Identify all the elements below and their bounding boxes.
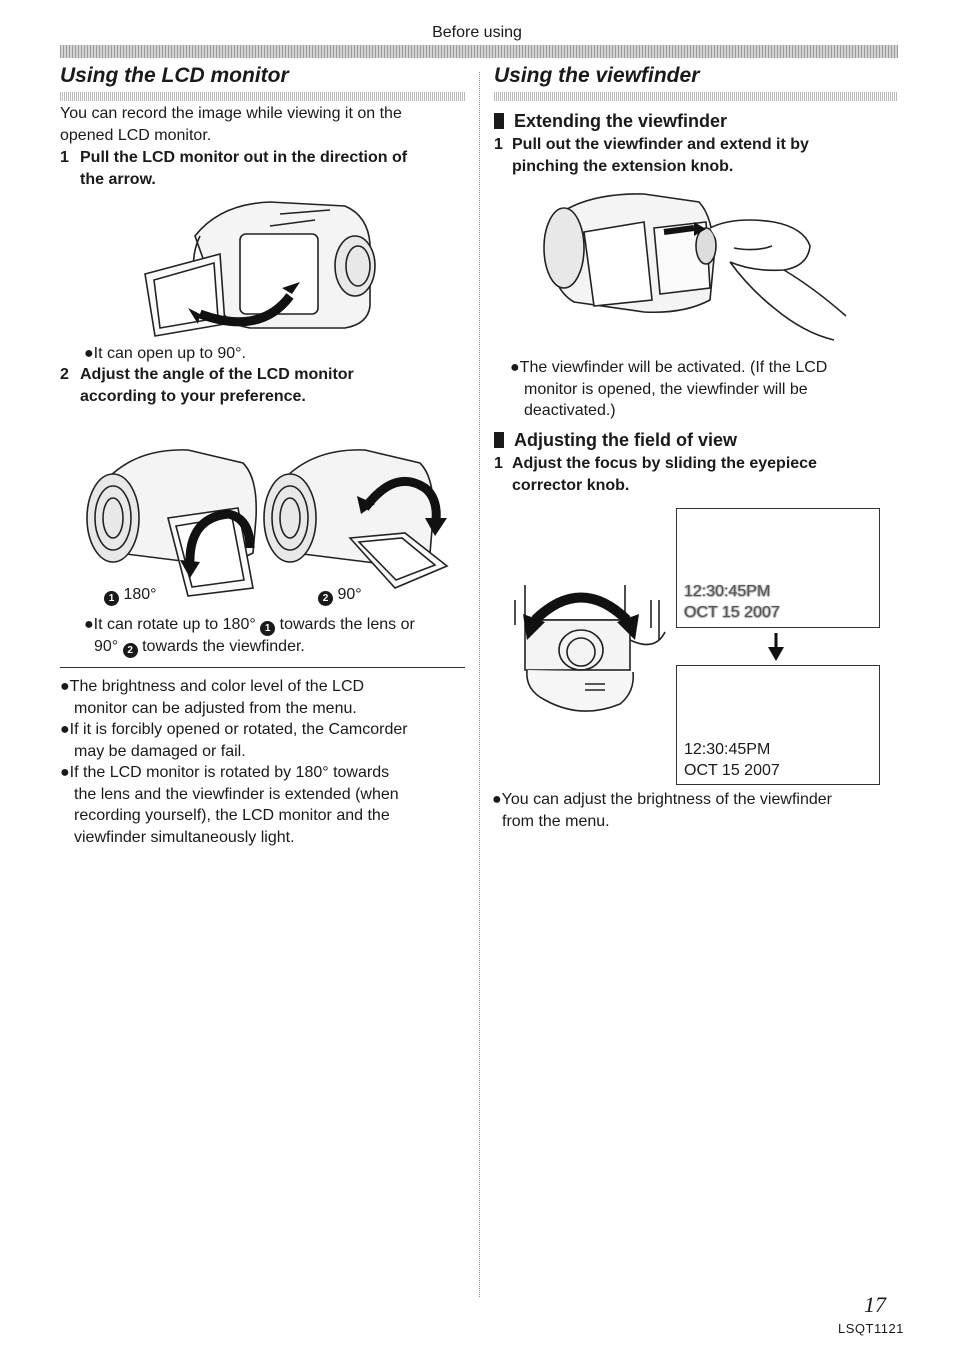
lcd-notes-list: ●The brightness and color level of the L… — [60, 676, 470, 848]
note-text: towards the lens or — [279, 616, 415, 633]
vf-note-brightness: ●You can adjust the brightness of the vi… — [492, 789, 892, 832]
lcd-step-1: 1 Pull the LCD monitor out in the direct… — [60, 147, 470, 190]
label-180: 1 180° — [104, 584, 157, 606]
down-arrow-icon — [768, 633, 784, 661]
camcorder-rotate-90-illustration — [263, 449, 449, 589]
column-divider — [479, 72, 480, 1297]
extending-subheading: Extending the viewfinder — [494, 111, 727, 132]
blurry-display-text: 12:30:45PM OCT 15 2007 — [684, 581, 780, 623]
step-number: 1 — [494, 455, 503, 472]
note-text: the lens and the viewfinder is extended … — [74, 785, 399, 803]
circle-number-1: 1 — [104, 591, 119, 606]
subheading-text: Extending the viewfinder — [514, 111, 728, 131]
note-text: monitor is opened, the viewfinder will b… — [524, 380, 808, 398]
note-text: from the menu. — [502, 812, 610, 830]
note-item: ●If the LCD monitor is rotated by 180° t… — [60, 762, 470, 848]
model-code: LSQT1121 — [838, 1321, 904, 1336]
viewfinder-display-blurry: 12:30:45PM OCT 15 2007 — [676, 508, 880, 628]
square-bullet-icon — [494, 113, 504, 129]
step-line: the arrow. — [80, 170, 156, 188]
display-time: 12:30:45PM — [684, 583, 771, 600]
viewfinder-extend-illustration — [543, 193, 847, 341]
lcd-title-rule — [60, 92, 465, 101]
eyepiece-corrector-illustration — [514, 585, 666, 712]
display-time: 12:30:45PM — [684, 741, 771, 758]
note-text: towards the viewfinder. — [142, 638, 305, 655]
step-number: 1 — [60, 149, 69, 166]
viewfinder-title-rule — [494, 92, 898, 101]
rotation-label: 90° — [337, 586, 362, 603]
step-line: Pull the LCD monitor out in the directio… — [80, 149, 408, 166]
display-date: OCT 15 2007 — [684, 762, 780, 779]
sharp-display-text: 12:30:45PM OCT 15 2007 — [684, 739, 780, 781]
rotate-note-line-2: 90° 2 towards the viewfinder. — [84, 636, 470, 658]
note-text: You can adjust the brightness of the vie… — [501, 791, 832, 808]
display-date: OCT 15 2007 — [684, 604, 780, 621]
note-text: recording yourself), the LCD monitor and… — [74, 807, 390, 824]
section-divider-rule — [60, 667, 465, 668]
note-text: monitor can be adjusted from the menu. — [74, 699, 357, 717]
step-number: 2 — [60, 366, 69, 383]
step-line: according to your preference. — [80, 387, 306, 405]
lcd-note-open: ●It can open up to 90°. — [84, 345, 246, 362]
note-text: It can rotate up to 180° — [93, 616, 256, 633]
lcd-intro: You can record the image while viewing i… — [60, 103, 470, 146]
step-line: pinching the extension knob. — [512, 157, 734, 175]
circle-number-2: 2 — [318, 591, 333, 606]
note-text: deactivated.) — [524, 402, 616, 419]
note-text: 90° — [94, 638, 119, 655]
step-line: Adjust the angle of the LCD monitor — [80, 366, 354, 383]
subheading-text: Adjusting the field of view — [514, 430, 738, 450]
lcd-intro-line: opened LCD monitor. — [60, 126, 212, 144]
lcd-step-2: 2 Adjust the angle of the LCD monitor ac… — [60, 364, 470, 407]
label-90: 2 90° — [318, 584, 362, 606]
note-text: If it is forcibly opened or rotated, the… — [69, 721, 408, 738]
running-head: Before using — [432, 24, 522, 41]
header-band — [60, 45, 898, 58]
note-text: It can open up to 90°. — [93, 345, 246, 362]
note-text: The brightness and color level of the LC… — [69, 678, 365, 695]
lcd-section-title: Using the LCD monitor — [60, 64, 289, 87]
vf-note-activated: ●The viewfinder will be activated. (If t… — [510, 357, 890, 422]
rotate-note-line-1: ●It can rotate up to 180° 1 towards the … — [84, 616, 415, 636]
viewfinder-display-sharp: 12:30:45PM OCT 15 2007 — [676, 665, 880, 785]
camcorder-lcd-open-illustration — [144, 201, 376, 337]
circle-number-2: 2 — [122, 643, 138, 658]
step-line: Adjust the focus by sliding the eyepiece — [512, 455, 817, 472]
page-number: 17 — [864, 1292, 886, 1317]
rotation-label: 180° — [123, 586, 157, 603]
viewfinder-section-title: Using the viewfinder — [494, 64, 700, 87]
note-text: viewfinder simultaneously light. — [74, 828, 295, 846]
note-item: ●The brightness and color level of the L… — [60, 676, 470, 719]
note-text: If the LCD monitor is rotated by 180° to… — [69, 764, 390, 781]
note-text: The viewfinder will be activated. (If th… — [519, 359, 828, 376]
circle-number-1: 1 — [260, 621, 276, 636]
note-text: may be damaged or fail. — [74, 742, 246, 760]
camcorder-rotate-180-illustration — [86, 449, 258, 597]
step-line: corrector knob. — [512, 476, 630, 494]
vf-step-1: 1 Pull out the viewfinder and extend it … — [494, 134, 892, 177]
step-number: 1 — [494, 136, 503, 153]
step-line: Pull out the viewfinder and extend it by — [512, 136, 809, 153]
note-item: ●If it is forcibly opened or rotated, th… — [60, 719, 470, 762]
lcd-note-rotate: ●It can rotate up to 180° 1 towards the … — [84, 614, 470, 658]
lcd-intro-line: You can record the image while viewing i… — [60, 105, 402, 122]
square-bullet-icon — [494, 432, 504, 448]
vf-step-2: 1 Adjust the focus by sliding the eyepie… — [494, 453, 892, 496]
adjusting-subheading: Adjusting the field of view — [494, 430, 737, 451]
